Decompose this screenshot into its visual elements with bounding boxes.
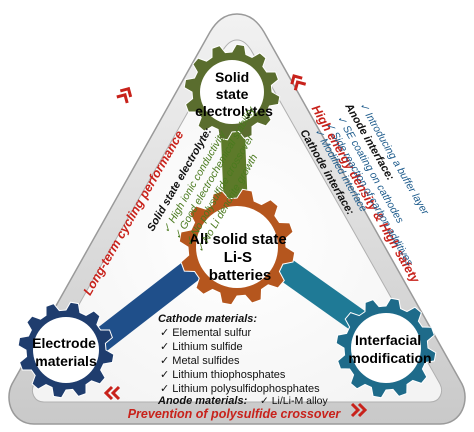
check-icon: ✓ <box>160 327 172 339</box>
bottom-title: Prevention of polysulfide crossover <box>128 407 342 421</box>
double-chevron-icon <box>290 74 307 91</box>
gear-solid-state-electrolytes: Solid state electrolytes <box>183 43 281 141</box>
materials-list-item: ✓ Metal sulfides <box>160 355 240 367</box>
double-chevron-icon <box>350 402 368 418</box>
materials-list-item: ✓ Elemental sulfur <box>160 327 251 339</box>
gear-left-label: Electrode materials <box>32 335 100 369</box>
materials-list-item: ✓ Lithium polysulfidophosphates <box>160 383 320 395</box>
check-icon: ✓ <box>357 100 373 116</box>
gear-top-label: Solid state electrolytes <box>195 69 273 119</box>
check-icon: ✓ <box>160 369 172 381</box>
gear-center-hub <box>196 206 278 288</box>
materials-list-item: ✓ Lithium sulfide <box>160 341 243 353</box>
anode-materials-heading: Anode materials: <box>157 395 248 407</box>
gear-center-label: All solid state Li-S batteries <box>189 231 291 284</box>
check-icon: ✓ <box>160 383 172 395</box>
cathode-materials-heading: Cathode materials: <box>158 313 257 325</box>
gear-electrode-materials: Electrode materials <box>17 301 115 399</box>
check-icon: ✓ <box>183 232 199 248</box>
check-icon: ✓ <box>160 341 172 353</box>
check-icon: ✓ <box>172 226 188 242</box>
double-chevron-icon <box>116 86 133 104</box>
gear-all-solid-state-li-s: All solid state Li-S batteries <box>178 188 296 306</box>
double-chevron-icon <box>103 385 121 401</box>
materials-list-item: ✓ Li/Li-M alloy <box>260 395 328 407</box>
check-icon: ✓ <box>323 120 339 136</box>
gear-right-hub <box>351 313 421 383</box>
materials-list-item: ✓ Lithium thiophosphates <box>160 369 286 381</box>
gear-interfacial-modification: Interfacial modification <box>335 297 437 399</box>
check-icon: ✓ <box>260 395 272 407</box>
check-icon: ✓ <box>160 355 172 367</box>
check-icon: ✓ <box>160 219 176 235</box>
gear-right-label: Interfacial modification <box>348 332 431 366</box>
check-icon: ✓ <box>334 113 350 129</box>
check-icon: ✓ <box>194 239 210 255</box>
gear-left-hub <box>33 317 99 383</box>
materials-list: Cathode materials: ✓ Elemental sulfur ✓ … <box>157 313 328 407</box>
gear-top-hub <box>200 60 264 124</box>
check-icon: ✓ <box>312 126 328 142</box>
